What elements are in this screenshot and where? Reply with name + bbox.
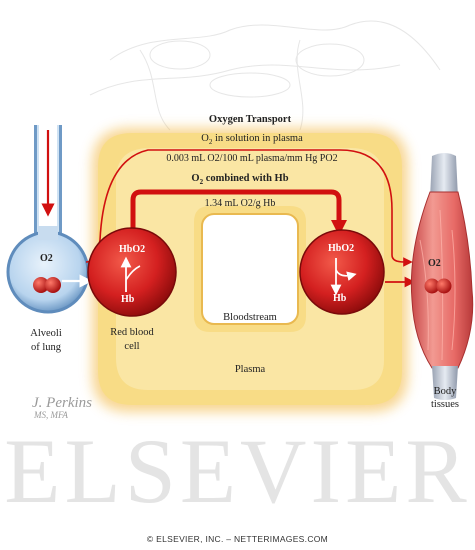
- hb-path-label: O2 combined with Hb: [191, 173, 289, 187]
- tissue-label-line2: tissues: [430, 399, 460, 410]
- o2-molecule-tissue: [424, 278, 452, 294]
- hb-rate-label: 1.34 mL O2/g Hb: [204, 198, 276, 209]
- rbc-left-hb: Hb: [121, 294, 135, 305]
- diagram-title: Oxygen Transport: [208, 114, 292, 125]
- body-tissue-muscle: [410, 153, 474, 400]
- alveoli-o2-label: O2: [40, 253, 53, 264]
- alveoli-label-line1: Alveoli: [30, 328, 62, 339]
- copyright-footer: © ELSEVIER, INC. – NETTERIMAGES.COM: [146, 534, 329, 544]
- plasma-path-label: O2 in solution in plasma: [201, 133, 303, 147]
- bloodstream-label: Bloodstream: [223, 312, 277, 323]
- rbc-label-line2: cell: [124, 341, 140, 352]
- tissue-label-line1: Body: [433, 386, 457, 397]
- o2-molecule-alveoli: [33, 277, 61, 293]
- rbc-left-hbo2: HbO2: [119, 244, 146, 255]
- plasma-label: Plasma: [234, 364, 266, 375]
- hb-o2-path: [130, 189, 342, 238]
- alveoli-label-line2: of lung: [30, 342, 62, 353]
- rbc-label-line1: Red blood: [110, 327, 154, 338]
- alveoli-lung: [6, 125, 90, 314]
- tissue-o2-label: O2: [428, 258, 441, 269]
- bloodstream-window: [201, 213, 299, 325]
- rbc-right-hb: Hb: [333, 293, 347, 304]
- artist-signature: J. Perkins MS, MFA: [32, 395, 92, 420]
- rbc-right-hbo2: HbO2: [328, 243, 355, 254]
- plasma-rate-label: 0.003 mL O2/100 mL plasma/mm Hg PO2: [166, 153, 338, 164]
- red-blood-cell-right: [299, 229, 385, 315]
- watermark: ELSEVIER: [4, 420, 471, 522]
